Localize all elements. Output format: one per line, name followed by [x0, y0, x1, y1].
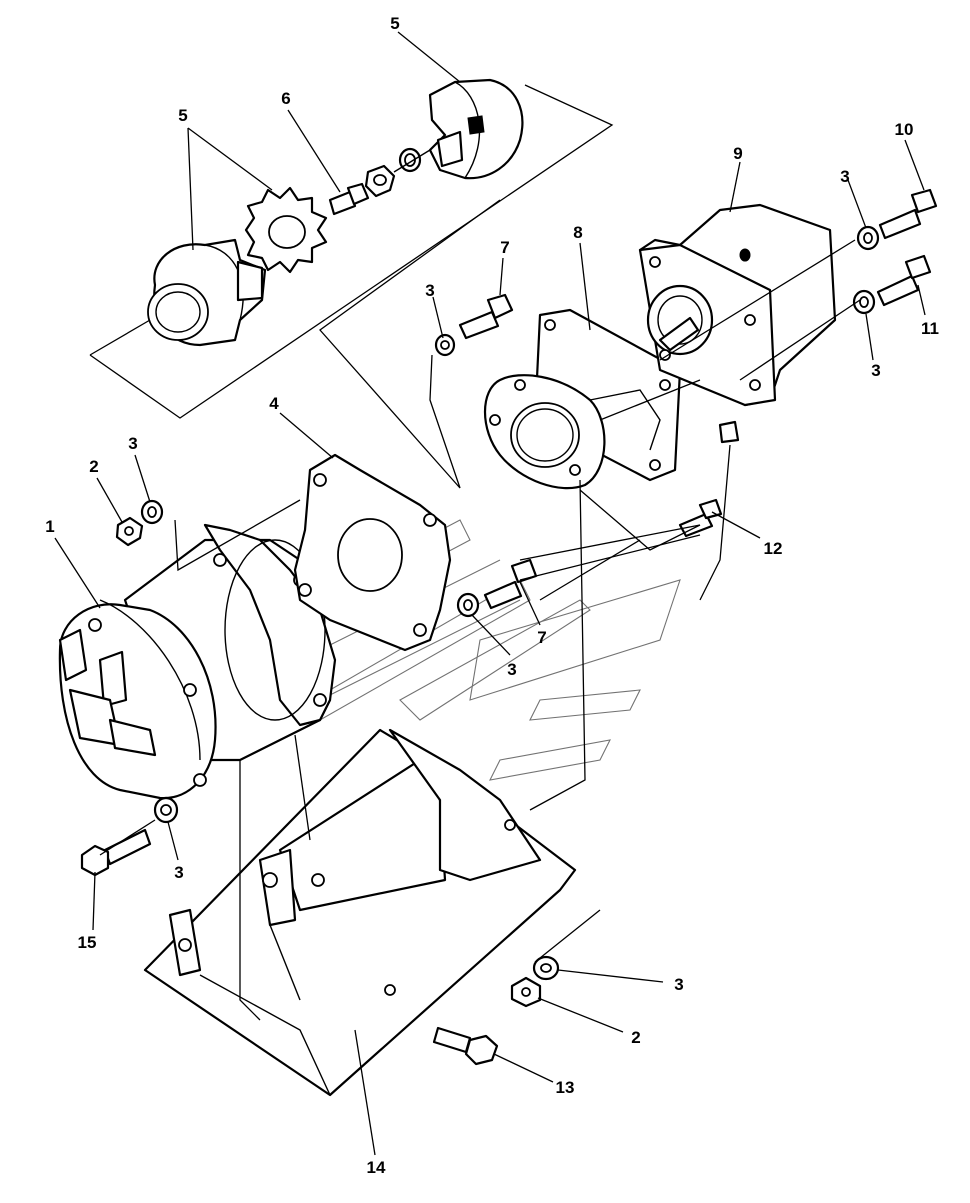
set-screw-nut-washer: [328, 147, 431, 216]
callout-labels: 1 2 2 3 3 3 3 3 3 3 4 5 5 6 7 7 8 9 10 1…: [45, 14, 939, 1177]
callout-3-c: 3: [840, 167, 849, 186]
fasteners: [80, 188, 938, 1066]
callout-7-a: 7: [500, 238, 509, 257]
callout-1: 1: [45, 517, 54, 536]
leader-lines: [54, 31, 926, 1156]
callout-4: 4: [269, 394, 279, 413]
callout-5-a: 5: [390, 14, 399, 33]
callout-3-f: 3: [174, 863, 183, 882]
callout-3-d: 3: [871, 361, 880, 380]
callout-11: 11: [921, 319, 939, 338]
callout-2-b: 2: [631, 1028, 640, 1047]
callout-9: 9: [733, 144, 742, 163]
callout-12: 12: [764, 539, 783, 558]
coupling-half-right: [428, 78, 524, 180]
callout-3-e: 3: [507, 660, 516, 679]
callout-8: 8: [573, 223, 582, 242]
callout-2-a: 2: [89, 457, 98, 476]
coupling-group-outline-2: [89, 199, 501, 489]
callout-10: 10: [895, 120, 914, 139]
callout-3-g: 3: [674, 975, 683, 994]
callout-5-b: 5: [178, 106, 187, 125]
coupling-group-outline: [89, 84, 614, 419]
coupling-half-left: [147, 238, 267, 347]
coupling-spider: [244, 186, 328, 274]
callout-6: 6: [281, 89, 290, 108]
callout-15: 15: [78, 933, 97, 952]
callout-3-b: 3: [425, 281, 434, 300]
electric-motor: [58, 523, 337, 800]
hydraulic-pump: [638, 203, 837, 444]
callout-3-a: 3: [128, 434, 137, 453]
bell-housing: [483, 308, 682, 490]
callout-14: 14: [367, 1158, 386, 1177]
adapter-flange: [293, 453, 452, 652]
callout-7-b: 7: [537, 628, 546, 647]
callout-13: 13: [556, 1078, 575, 1097]
assembly-centerlines: [99, 239, 861, 1021]
mounting-bracket: [143, 728, 577, 1097]
